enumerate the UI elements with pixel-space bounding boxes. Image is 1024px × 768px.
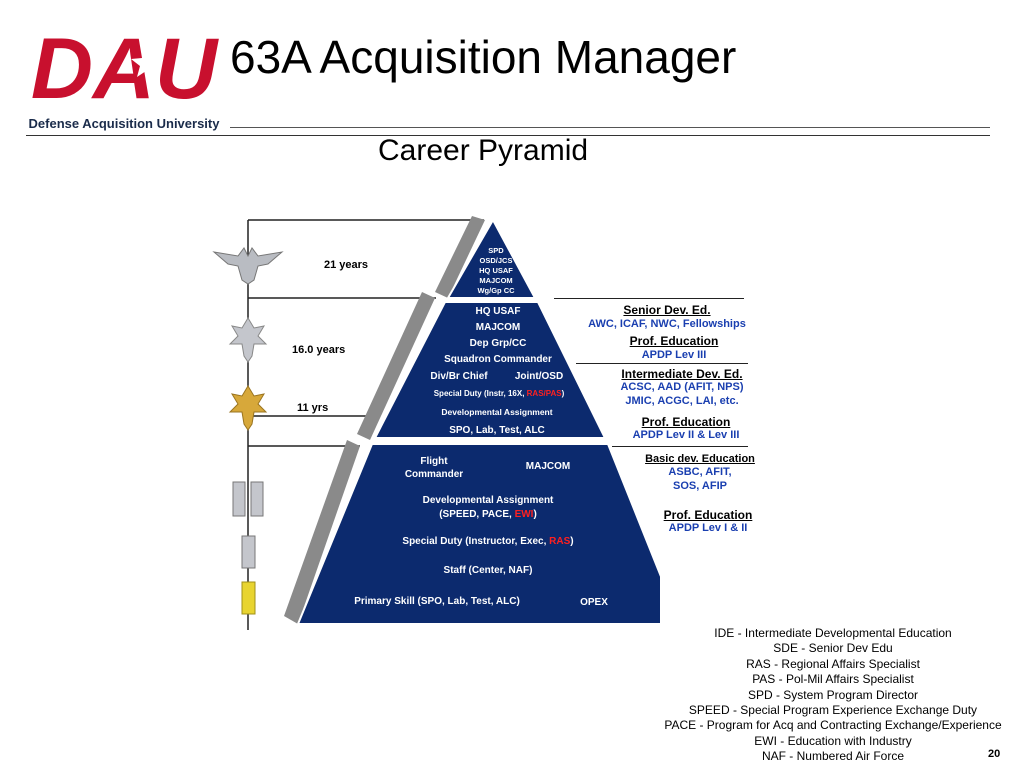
glossary-item: PAS - Pol-Mil Affairs Specialist [752,672,914,687]
rank-label-21-years: 21 years [324,259,369,271]
mid-div-br: Div/Br Chief [430,371,488,382]
header-rule [230,127,990,128]
bot-flight-line: Commander [404,469,464,480]
eagle-insignia [212,247,284,285]
glossary-item: PACE - Program for Acq and Contracting E… [664,718,1002,733]
glossary-item: SPD - System Program Director [747,687,919,702]
header-rule-bottom [26,135,990,136]
pyramid-top-tier [446,217,537,299]
career-pyramid [284,216,660,625]
edu-rule [576,363,748,364]
mid-joint-osd: Joint/OSD [514,371,564,382]
basic-dev-body: SOS, AFIP [673,480,727,492]
page-subtitle: Career Pyramid [378,134,589,167]
bot-special-duty: Special Duty (Instructor, Exec, RAS) [402,536,574,547]
top-tier-line: MAJCOM [479,276,513,285]
pyramid-bottom-tier [296,443,660,625]
top-tier-line: OSD/JCS [479,256,513,265]
basic-dev-title: Basic dev. Education [645,453,755,465]
edu-rule [554,298,744,299]
second-lieutenant-bar-insignia [241,581,256,615]
prof-ed-3-body: APDP Lev I & II [668,522,748,534]
rank-label-16-years: 16.0 years [292,344,346,356]
mid-hq-usaf: HQ USAF [475,306,521,317]
gold-oak-leaf-insignia [228,385,268,431]
basic-dev-body: ASBC, AFIT, [668,466,732,478]
mid-squadron: Squadron Commander [444,354,552,365]
intermediate-dev-body: JMIC, ACGC, LAI, etc. [625,395,739,407]
intermediate-dev-title: Intermediate Dev. Ed. [621,367,743,381]
top-tier-line: Wg/Gp CC [477,286,515,295]
logo-text: DAU [31,26,219,117]
prof-ed-1-body: APDP Lev III [641,349,707,361]
logo-subtitle: Defense Acquisition University [29,116,221,131]
glossary-item: SDE - Senior Dev Edu [773,641,893,656]
intermediate-dev-body: ACSC, AAD (AFIT, NPS) [620,381,744,393]
star-icon [131,48,161,77]
rank-label-11-years: 11 yrs [297,402,329,414]
rank-ladder [212,219,484,630]
glossary: IDE - Intermediate Developmental Educati… [640,626,1024,765]
prof-ed-2-body: APDP Lev II & Lev III [632,429,740,441]
glossary-item: EWI - Education with Industry [754,733,912,748]
senior-dev-title: Senior Dev. Ed. [623,303,711,317]
prof-ed-1-title: Prof. Education [629,334,719,348]
captain-bars-insignia [232,481,264,517]
bot-flight-line: Flight [420,456,448,467]
top-tier-line: SPD [488,246,504,255]
bot-staff: Staff (Center, NAF) [443,565,533,576]
bot-majcom: MAJCOM [525,461,571,472]
top-tier-line: HQ USAF [479,266,513,275]
bot-primary-skill: Primary Skill (SPO, Lab, Test, ALC) [354,596,520,607]
senior-dev-body: AWC, ICAF, NWC, Fellowships [588,318,746,330]
top-tier-text: SPD OSD/JCS HQ USAF MAJCOM Wg/Gp CC [466,246,526,296]
page-number: 20 [988,748,1001,760]
prof-ed-3-title: Prof. Education [663,508,753,522]
dau-logo: DAU Defense Acquisition University [26,26,222,131]
mid-special-duty: Special Duty (Instr, 16X, RAS/PAS) [433,389,565,398]
bot-dev-line: (SPEED, PACE, EWI) [439,509,537,520]
mid-majcom: MAJCOM [475,322,521,333]
mid-dep-grp: Dep Grp/CC [469,338,527,349]
mid-spo: SPO, Lab, Test, ALC [449,425,545,436]
pyramid-middle-tier [373,301,607,439]
glossary-item: NAF - Numbered Air Force [761,749,905,764]
glossary-item: IDE - Intermediate Developmental Educati… [714,626,952,640]
mid-dev-assign: Developmental Assignment [441,407,553,417]
bot-opex: OPEX [580,597,608,608]
bot-dev-line: Developmental Assignment [422,495,554,506]
glossary-item: RAS - Regional Affairs Specialist [746,656,920,671]
silver-oak-leaf-insignia [228,317,268,363]
first-lieutenant-bar-insignia [241,535,256,569]
bot-dev-assign: Developmental Assignment (SPEED, PACE, E… [388,494,588,522]
prof-ed-2-title: Prof. Education [641,415,731,429]
bot-flight-commander: Flight Commander [394,455,474,481]
edu-rule [612,446,748,447]
page-title: 63A Acquisition Manager [230,31,737,83]
glossary-item: SPEED - Special Program Experience Excha… [688,703,978,718]
